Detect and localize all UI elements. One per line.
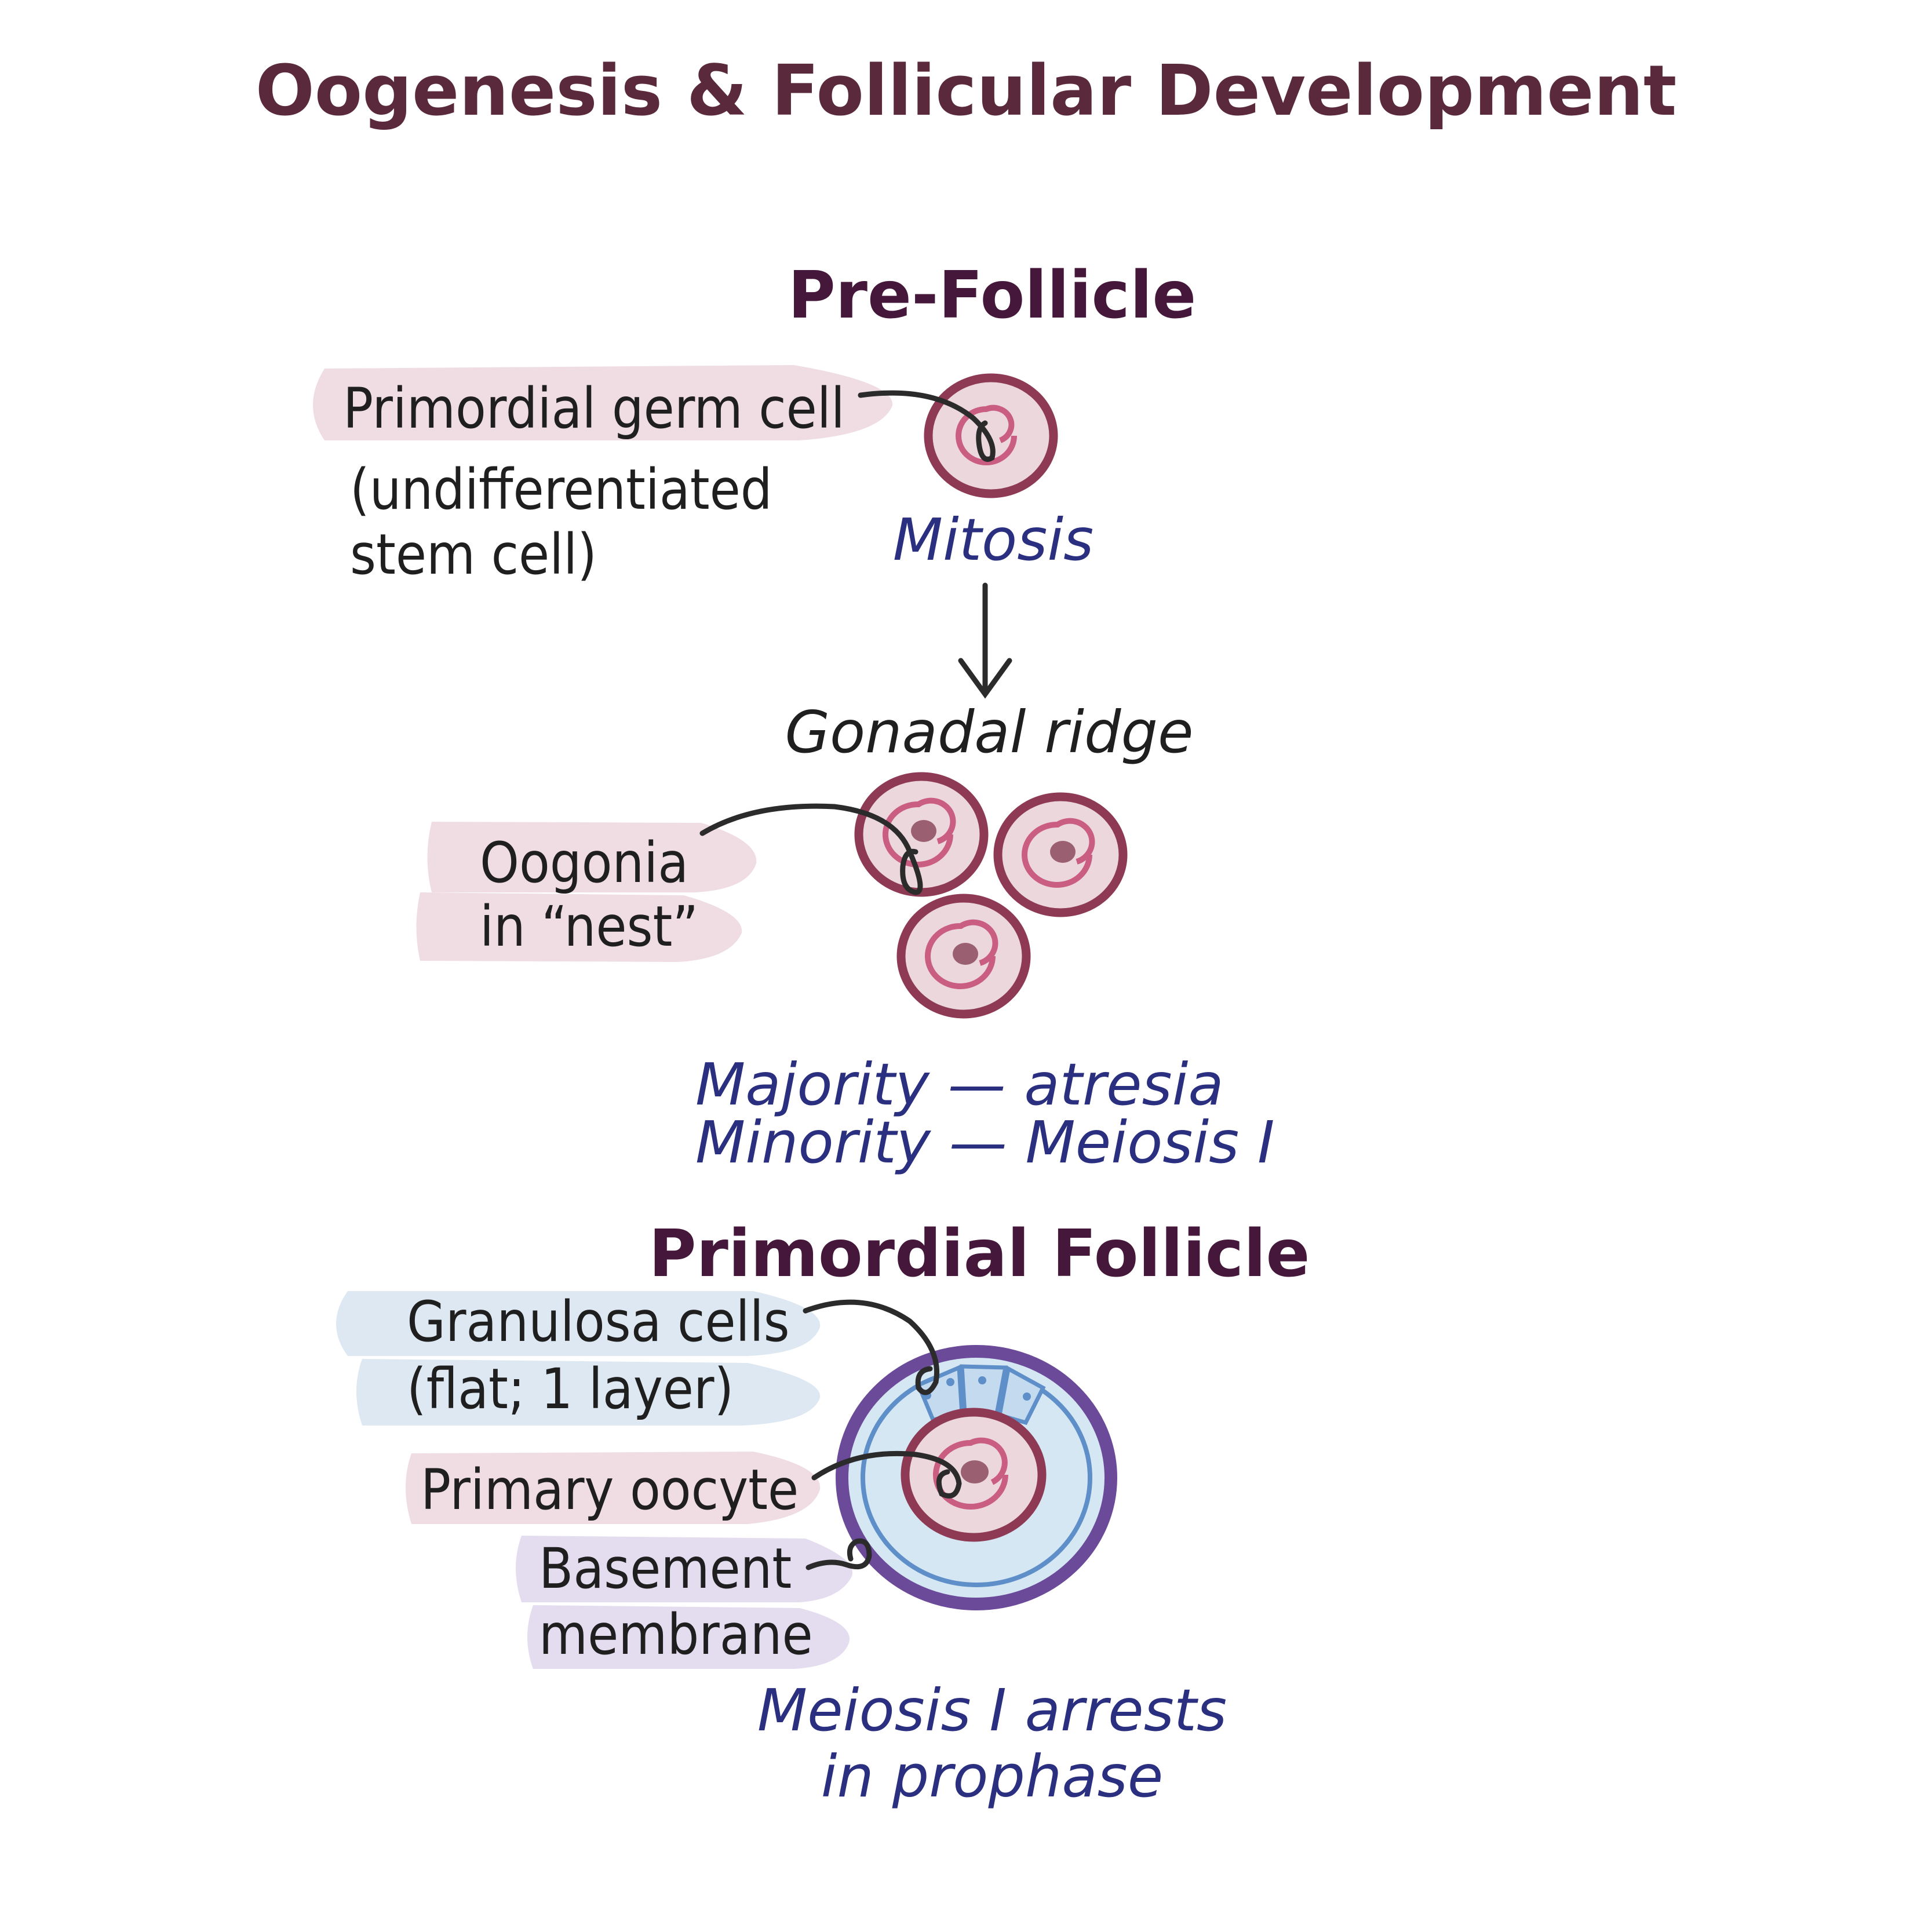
label-primary-oocyte: Primary oocyte	[421, 1457, 799, 1522]
diagram-title: Oogenesis & Follicular Development	[256, 51, 1677, 132]
highlight-basement-1	[516, 1536, 852, 1602]
leader-granulosa	[803, 1299, 940, 1395]
label-granulosa-1: Granulosa cells	[407, 1289, 790, 1354]
label-gonadal-ridge: Gonadal ridge	[785, 698, 1193, 766]
highlight-primary-oocyte	[406, 1452, 821, 1524]
label-primordial-sub-2: stem cell)	[350, 522, 597, 587]
arrow-down	[958, 582, 1012, 699]
label-basement-1: Basement	[539, 1536, 792, 1601]
label-oogonia-2: in “nest”	[480, 894, 698, 959]
oogonia-cell-3	[896, 894, 1031, 1019]
label-basement-2: membrane	[539, 1602, 813, 1667]
label-mitosis: Mitosis	[893, 506, 1093, 574]
primordial-germ-cell	[924, 373, 1058, 498]
oogonia-cell-1	[854, 772, 989, 897]
highlight-oogonia-2	[416, 892, 742, 962]
label-fate-majority: Majority — atresia	[695, 1051, 1224, 1118]
highlight-primordial-germ-cell	[313, 365, 893, 440]
highlight-granulosa-1	[336, 1291, 821, 1356]
leader-primary-oocyte	[811, 1450, 962, 1499]
leader-basement-membrane	[805, 1538, 872, 1570]
label-fate-minority: Minority — Meiosis I	[695, 1109, 1275, 1176]
leader-oogonia	[699, 803, 923, 895]
label-arrest-2: in prophase	[821, 1743, 1163, 1810]
label-granulosa-2: (flat; 1 layer)	[407, 1357, 734, 1421]
label-oogonia-1: Oogonia	[480, 830, 688, 895]
highlight-granulosa-2	[356, 1359, 821, 1426]
leader-primordial-germ-cell	[858, 390, 996, 462]
label-primordial-germ-cell: Primordial germ cell	[343, 376, 845, 441]
label-arrest-1: Meiosis I arrests	[757, 1676, 1227, 1744]
heading-pre-follicle: Pre-Follicle	[788, 258, 1197, 333]
heading-primordial-follicle: Primordial Follicle	[649, 1216, 1310, 1292]
granulosa-cells	[916, 1364, 1046, 1426]
label-primordial-sub-1: (undifferentiated	[350, 457, 772, 522]
oogonia-cell-2	[993, 792, 1128, 917]
highlight-oogonia	[427, 822, 757, 892]
primary-oocyte	[901, 1408, 1047, 1542]
highlight-basement-2	[527, 1605, 850, 1669]
primordial-follicle	[836, 1345, 1117, 1610]
